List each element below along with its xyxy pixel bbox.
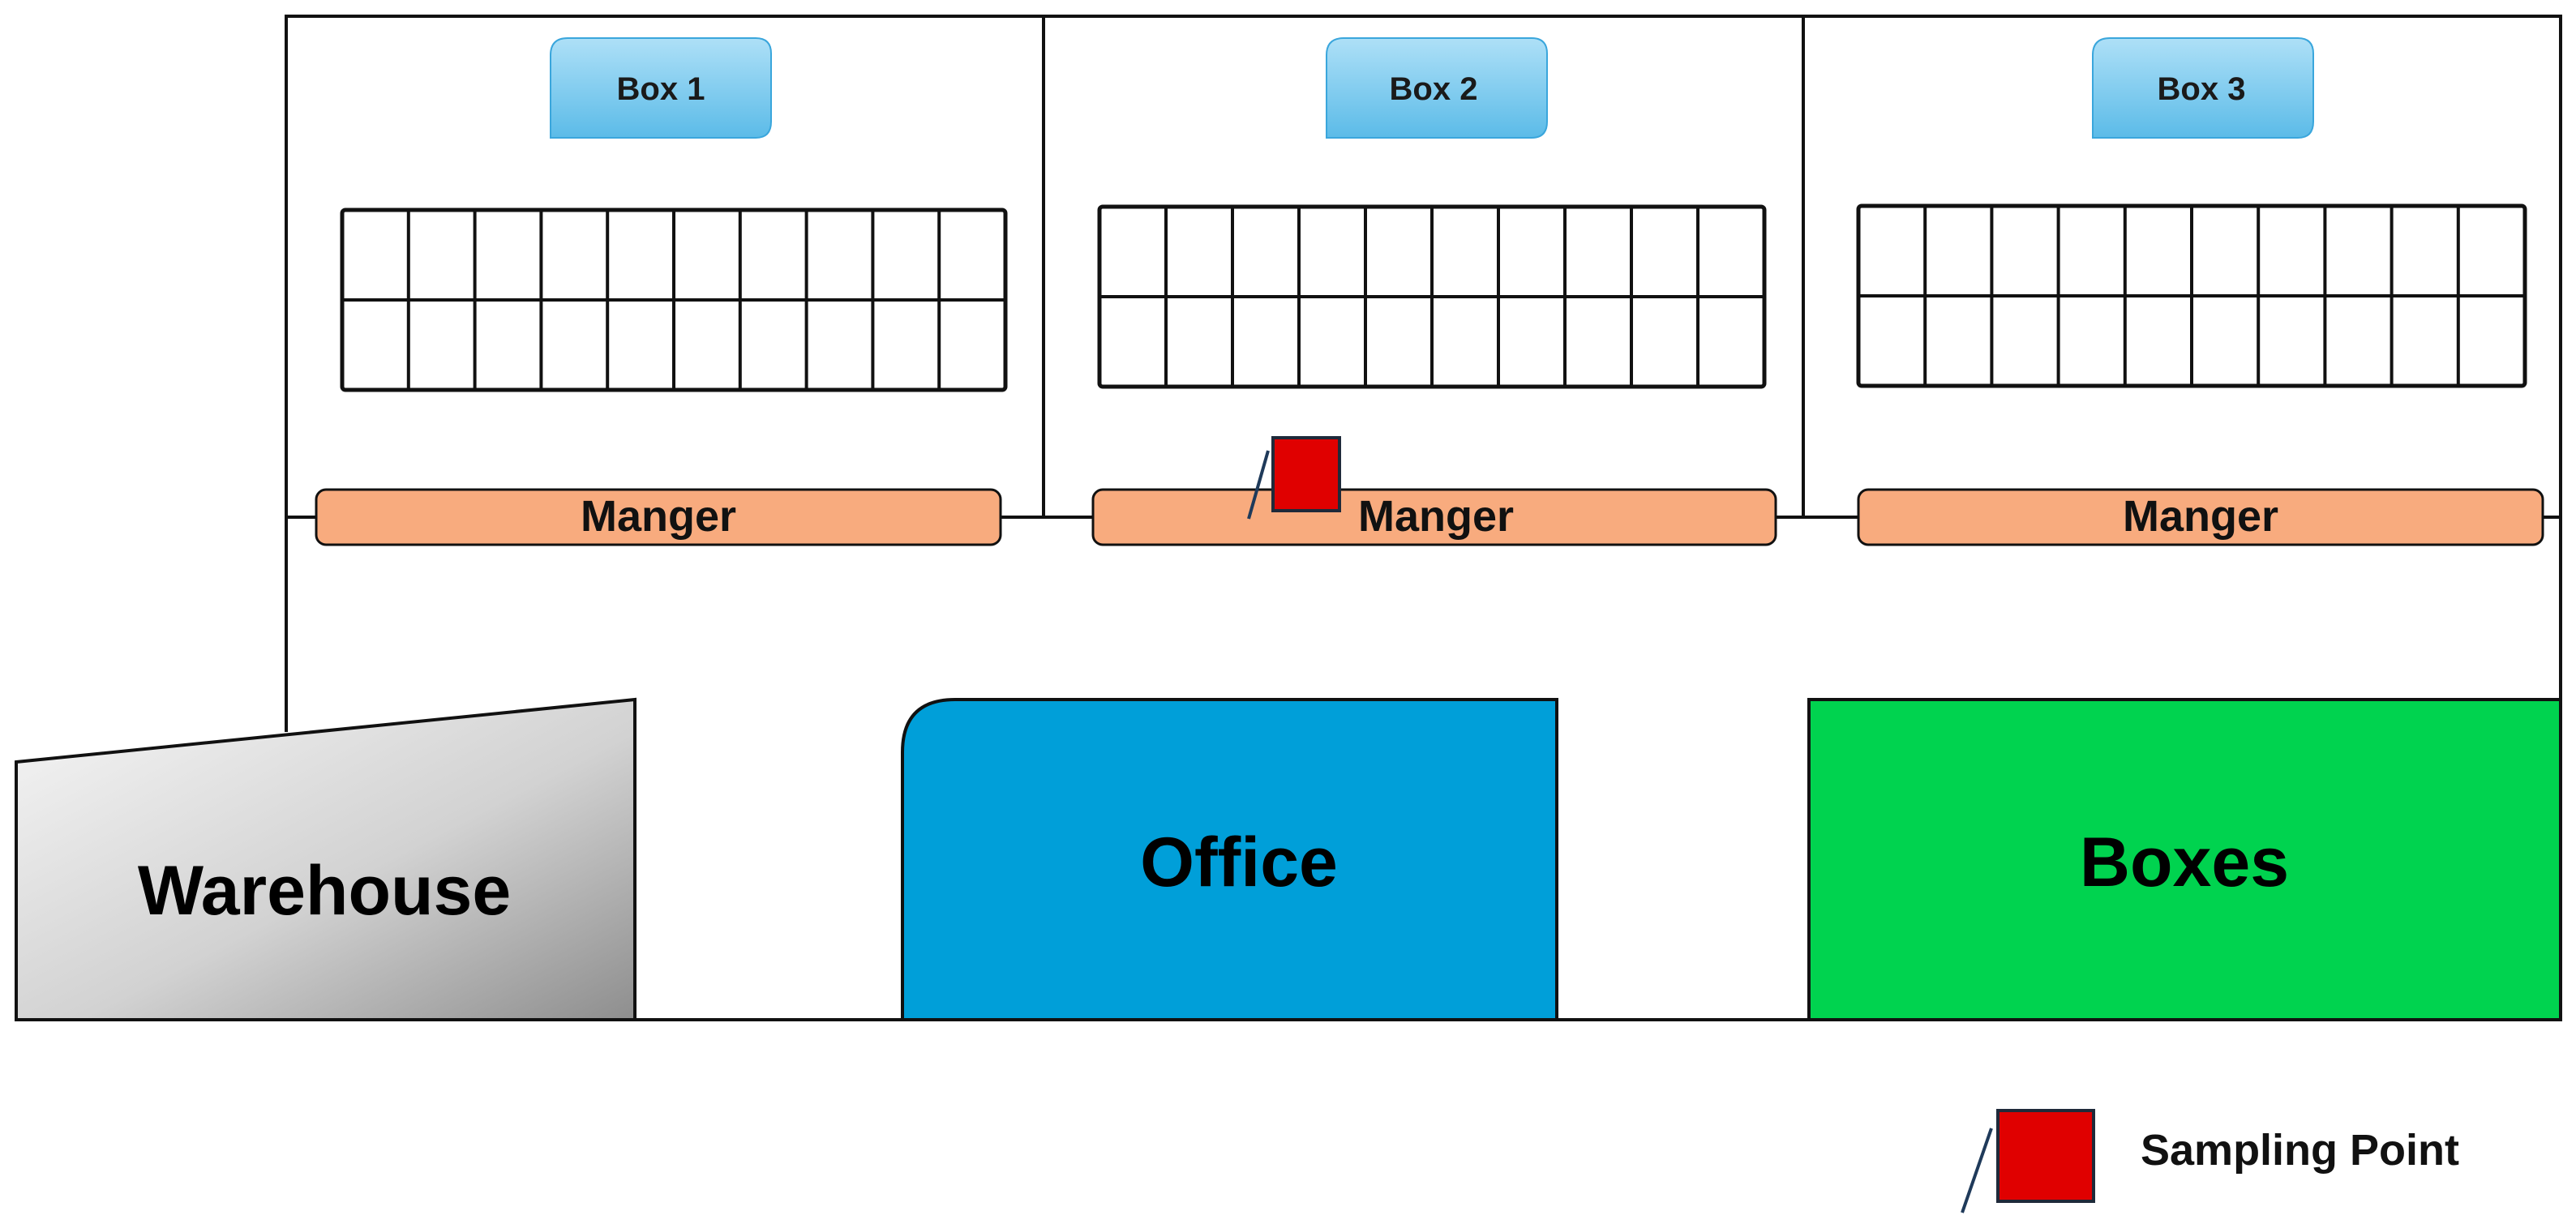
legend: Sampling Point xyxy=(1961,1109,2459,1213)
pen-1: Box 1 Manger xyxy=(315,37,1008,546)
sampling-point-marker xyxy=(1247,436,1341,520)
box-label: Box 2 xyxy=(1390,71,1478,107)
office: Office xyxy=(901,698,1558,1021)
stall-grid xyxy=(1856,203,2527,388)
office-label: Office xyxy=(1140,824,1338,901)
box-label: Box 1 xyxy=(617,71,705,107)
boxes-label: Boxes xyxy=(2080,824,2289,901)
manger: Manger xyxy=(1091,488,1777,546)
manger-bar xyxy=(315,488,1002,546)
legend-sampling-point-icon xyxy=(1996,1109,2095,1203)
barn-wall xyxy=(16,15,2562,1021)
boxes-building: Boxes xyxy=(1807,698,2562,1021)
manger-bar xyxy=(1857,488,2544,546)
legend-sampling-point-pole xyxy=(1961,1128,1993,1213)
pen-2: Box 2 Manger xyxy=(1091,37,1777,546)
office-shape xyxy=(901,698,1558,1021)
manger: Manger xyxy=(1857,488,2544,546)
warehouse-shape xyxy=(15,697,636,1021)
stall-grid xyxy=(340,208,1008,392)
box-tab: Box 1 xyxy=(550,37,772,139)
pen-3: Box 3 Manger xyxy=(1856,37,2544,546)
sampling-point-icon xyxy=(1271,436,1341,512)
manger-label: Manger xyxy=(2123,492,2278,541)
warehouse: Warehouse xyxy=(15,697,636,1021)
manger-label: Manger xyxy=(1358,492,1514,541)
manger: Manger xyxy=(315,488,1002,546)
legend-sampling-point-label: Sampling Point xyxy=(2141,1126,2459,1175)
warehouse-label: Warehouse xyxy=(138,852,511,930)
box-label: Box 3 xyxy=(2158,71,2246,107)
box-tab: Box 3 xyxy=(2092,37,2314,139)
sampling-point-pole xyxy=(1247,450,1270,520)
box-tab-shape xyxy=(1326,37,1548,139)
pens: Box 1 Manger Box 2 Manger xyxy=(315,37,2544,546)
stall-grid xyxy=(1097,204,1767,389)
boxes-shape xyxy=(1807,698,2562,1021)
box-tab-shape xyxy=(550,37,772,139)
box-tab: Box 2 xyxy=(1326,37,1548,139)
box-tab-shape xyxy=(2092,37,2314,139)
manger-bar xyxy=(1091,488,1777,546)
manger-label: Manger xyxy=(581,492,736,541)
